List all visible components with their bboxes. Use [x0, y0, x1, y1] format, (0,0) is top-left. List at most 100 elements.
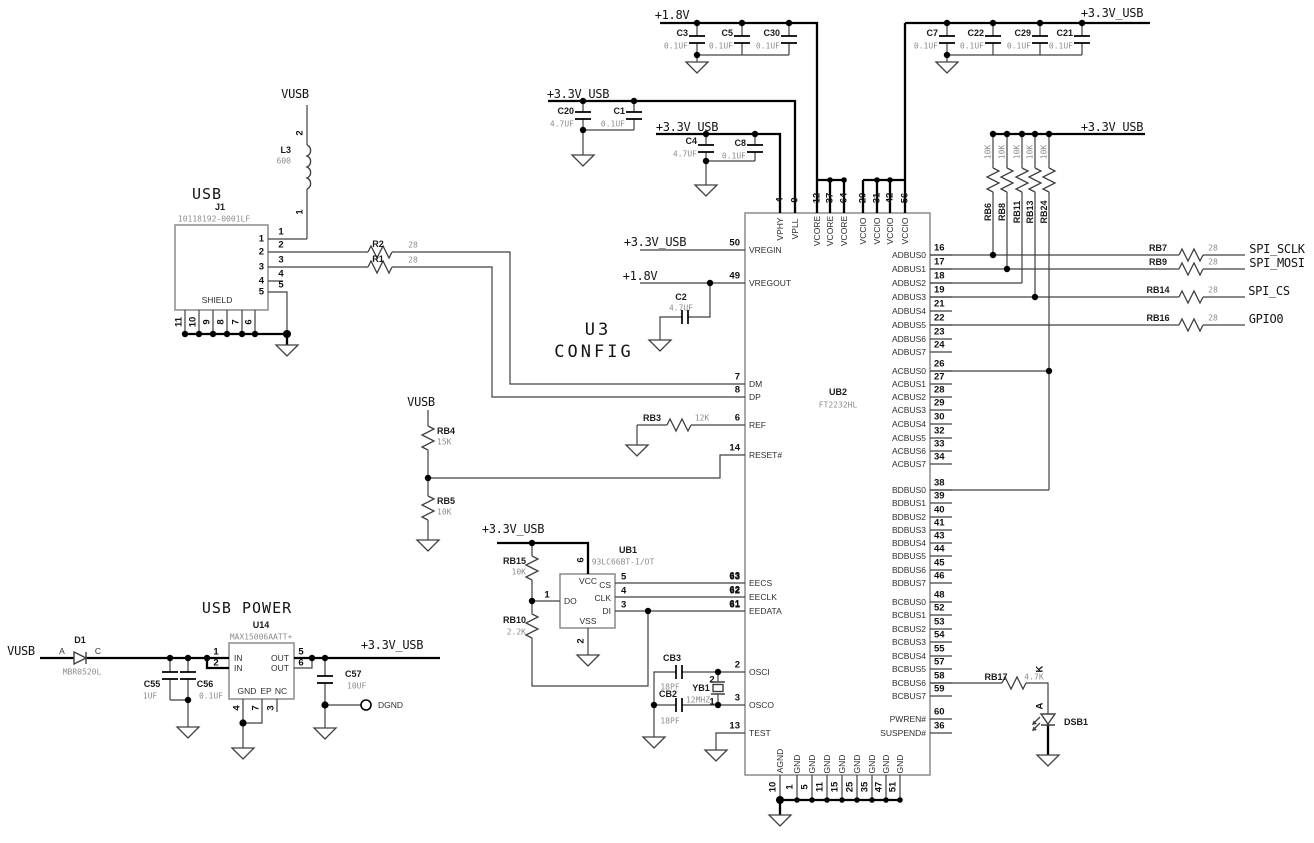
cap-c55-ref: C55 [143, 679, 161, 689]
res-rb7-value: 28 [1208, 243, 1218, 253]
cap-c20-ref: C20 [557, 106, 574, 116]
resistor-rb14 [1178, 290, 1204, 304]
cap-c1-ref: C1 [613, 106, 625, 116]
cap-c7-value: 0.1UF [913, 41, 938, 51]
ub2-gnd5-num: 5 [799, 784, 811, 790]
ub1-eecs-num: 63 [729, 571, 740, 583]
j1-pin8-num: 8 [215, 319, 227, 325]
capacitor-c5 [733, 35, 751, 44]
cap-c8-value: 0.1UF [721, 151, 746, 161]
ub2-dp: DP [749, 392, 761, 402]
diode-d1-ref: D1 [74, 635, 86, 645]
resistor-rb6 [986, 167, 1000, 193]
connector-j1-part: 10118192-0001LF [177, 214, 251, 224]
res-rb13-value: 10K [1025, 144, 1035, 160]
res-r2-ref: R2 [372, 239, 384, 249]
ub2-adbus7: ADBUS7 [891, 347, 926, 357]
cap-cb2-value: 18PF [660, 716, 680, 726]
ub2-adbus2: ADBUS2 [891, 278, 926, 288]
crystal-yb1-body [712, 683, 724, 693]
inductor-l3-ref: L3 [280, 145, 291, 155]
led-dsb1-symbol [1039, 713, 1057, 726]
ub2-bdbus3-num: 41 [934, 517, 945, 529]
xtal-yb1-ref: YB1 [692, 683, 710, 693]
res-rb17-value: 4.7K [1024, 672, 1044, 682]
ic-ub2-part: FT2232HL [818, 400, 858, 410]
ub2-vregout-num: 49 [729, 270, 740, 282]
ft2232hl-box [744, 212, 931, 776]
j1-pin1-inner: 1 [258, 233, 264, 245]
ub2-acbus4: ACBUS4 [891, 419, 926, 429]
ub2-bdbus6: BDBUS6 [891, 565, 926, 575]
resistor-rb7 [1178, 248, 1204, 262]
ub2-eeclk: EECLK [749, 592, 777, 602]
ub2-adbus2-num: 18 [934, 270, 945, 282]
cap-cb3-value: 18PF [660, 682, 680, 692]
cap-c21-ref: C21 [1056, 28, 1073, 38]
res-rb6-ref: RB6 [983, 202, 993, 222]
ub2-bcbus0: BCBUS0 [891, 597, 926, 607]
ub2-adbus4: ADBUS4 [891, 306, 926, 316]
res-rb6-value: 10K [983, 144, 993, 160]
ub2-adbus1: ADBUS1 [891, 264, 926, 274]
ub2-adbus4-num: 21 [934, 298, 945, 310]
ub2-vcore3-num: 64 [838, 192, 850, 204]
resistor-rb4 [421, 425, 435, 451]
ub2-osci-num: 2 [734, 659, 740, 671]
ub2-vcore2-num: 37 [824, 192, 836, 204]
diode-d1-symbol [73, 650, 88, 666]
ub2-vregout: VREGOUT [749, 278, 792, 288]
misc-symbols [73, 144, 1057, 731]
ub2-bcbus7-num: 59 [934, 683, 945, 695]
ub2-eecs-num: 63 [729, 570, 740, 582]
cap-c20-value: 4.7UF [549, 119, 574, 129]
inductor-l3-symbol [305, 144, 312, 190]
ub2-acbus3-num: 29 [934, 397, 945, 409]
capacitor-c55 [161, 671, 179, 680]
res-rb4-ref: RB4 [437, 426, 456, 436]
ub2-pwren: PWREN# [889, 714, 926, 724]
j1-pin7-num: 7 [230, 319, 242, 325]
ub2-gnd1: GND [792, 754, 802, 774]
diode-d1-cathode: C [94, 646, 102, 656]
ub2-bdbus4: BDBUS4 [891, 538, 926, 548]
res-rb7-ref: RB7 [1148, 243, 1168, 253]
u14-in1: IN [234, 653, 243, 663]
resistor-rb24 [1042, 167, 1056, 193]
ub2-bdbus7: BDBUS7 [891, 578, 926, 588]
resistor-rb8 [1000, 167, 1014, 193]
net-label-vusb: VUSB [407, 395, 435, 409]
ub2-vcore1: VCORE [812, 215, 822, 247]
xtal-yb1-pin2: 2 [709, 674, 715, 686]
ub2-eedata: EEDATA [749, 606, 782, 616]
xtal-yb1-pin1: 1 [709, 696, 715, 708]
diode-d1-part: MBR0520L [62, 667, 102, 677]
cap-cb2-ref: CB2 [658, 689, 678, 699]
cap-c30-value: 0.1UF [755, 41, 780, 51]
ub1-vcc-num: 6 [575, 557, 587, 563]
res-rb5-ref: RB5 [437, 496, 456, 506]
ub2-bdbus0-num: 38 [934, 477, 945, 489]
net-label-spi-mosi: SPI_MOSI [1249, 256, 1305, 270]
ub2-vregin: VREGIN [749, 245, 782, 255]
ic-u14-part: MAX15006AATT+ [229, 632, 293, 642]
connector-j1-ref: J1 [214, 202, 226, 212]
led-dsb1-ref: DSB1 [1063, 717, 1089, 727]
cap-c56-ref: C56 [196, 679, 214, 689]
resistor-rb10 [525, 613, 539, 639]
ub2-vccio1-num: 20 [857, 192, 869, 204]
capacitor-c30 [780, 35, 798, 44]
ub2-bdbus2-num: 40 [934, 504, 945, 516]
ub2-bdbus4-num: 43 [934, 530, 945, 542]
ub1-cs: CS [599, 580, 611, 590]
ub2-adbus0: ADBUS0 [891, 250, 926, 260]
u14-gnd: GND [237, 686, 257, 696]
ub2-gnd51-num: 51 [887, 781, 899, 793]
res-rb8-value: 10K [997, 144, 1007, 160]
ub2-vccio2: VCCIO [872, 217, 882, 245]
capacitor-c4 [697, 144, 715, 153]
ub2-eeclk-num: 62 [729, 584, 740, 596]
resistor-rb15 [525, 555, 539, 581]
